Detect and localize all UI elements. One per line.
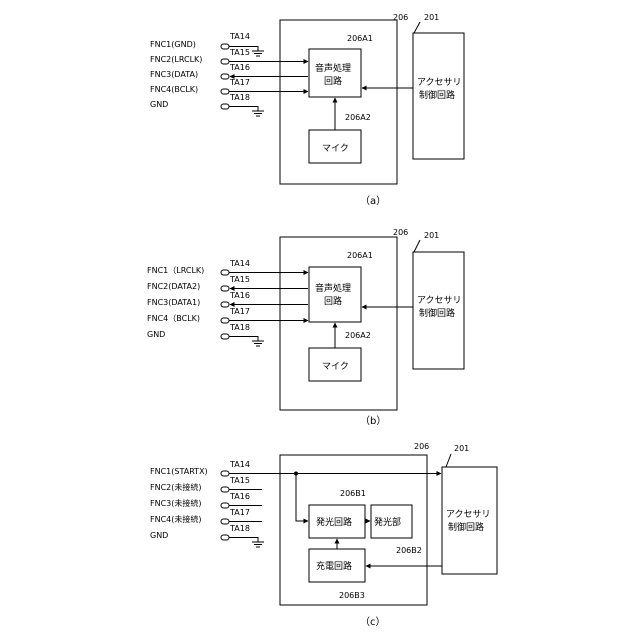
accessory-label-1: アクセサリ [446,509,491,520]
wire-gnd [229,337,258,342]
ref-206A2: 206A2 [345,113,371,122]
terminal [221,535,229,540]
ground-symbol [252,111,264,116]
mic-label: マイク [322,143,349,154]
fnc-label: FNC2(DATA2) [147,282,200,291]
audio-label-2: 回路 [324,295,342,307]
panel-a: 206 201 アクセサリ 制御回路 206A1 音声処理 回路 206A2 マ… [150,13,464,207]
terminal [221,74,229,79]
ref-206B1: 206B1 [340,489,366,498]
ground-symbol [252,341,264,346]
ref-206: 206 [393,13,408,22]
accessory-label-2: 制御回路 [419,307,455,319]
terminal [221,104,229,109]
ref-201: 201 [424,13,439,22]
caption-b: （b） [360,415,386,427]
wire-gnd2 [229,107,258,112]
fnc-label: FNC3(DATA) [150,70,198,79]
ta-label: TA14 [229,460,250,469]
ref-201: 201 [454,444,469,453]
ta-label: TA16 [229,492,250,501]
ta-label: TA16 [229,63,250,72]
accessory-201-box [442,467,497,574]
ref-206: 206 [414,442,429,451]
ref-206A2: 206A2 [345,331,371,340]
device-206-box [280,237,397,410]
accessory-label-1: アクセサリ [417,77,462,88]
leader-201 [446,454,451,467]
terminal [221,503,229,508]
fnc-label: FNC3(未接続) [150,498,202,508]
terminal [221,89,229,94]
terminal [221,302,229,307]
ref-206: 206 [393,228,408,237]
caption-c: （c） [360,616,386,628]
terminal [221,270,229,275]
fnc-label: FNC2(LRCLK) [150,55,202,64]
audio-label-1: 音声処理 [315,282,351,294]
emitter-label: 発光部 [374,516,401,528]
ta-label: TA17 [229,307,250,316]
fnc-label: FNC4(BCLK) [150,85,198,94]
leader-201 [414,22,420,33]
terminal [221,318,229,323]
audio-label-2: 回路 [324,75,342,87]
mic-label: マイク [322,361,349,372]
terminal [221,471,229,476]
ta-label: TA18 [229,524,250,533]
ta-label: TA14 [229,32,250,41]
charge-label: 充電回路 [316,560,352,572]
fnc-label: GND [150,531,168,540]
ta-label: TA14 [229,259,250,268]
terminal [221,519,229,524]
audio-label-1: 音声処理 [315,62,351,74]
accessory-label-2: 制御回路 [419,89,455,101]
terminal [221,487,229,492]
fnc-label: FNC4（BCLK) [147,314,200,323]
fnc-label: GND [150,100,168,109]
fnc-label: FNC1(GND) [150,40,196,49]
ta-label: TA15 [229,275,250,284]
terminal [221,334,229,339]
leader-201 [414,240,420,252]
ta-label: TA17 [229,78,250,87]
ref-206B3: 206B3 [339,591,365,600]
fnc-label: FNC2(未接続) [150,482,202,492]
fnc-label: GND [147,330,165,339]
ta-label: TA16 [229,291,250,300]
fnc-label: FNC1(STARTX) [150,467,208,476]
ref-206A1: 206A1 [347,34,373,43]
ta-label: TA17 [229,508,250,517]
terminal [221,59,229,64]
terminal [221,44,229,49]
ta-label: TA18 [229,93,250,102]
ta-label: TA18 [229,323,250,332]
emit-circuit-label: 発光回路 [316,516,352,528]
fnc-label: FNC1（LRCLK) [147,266,204,275]
ta-label: TA15 [229,476,250,485]
fnc-label: FNC4(未接続) [150,514,202,524]
audio-circuit-box [309,267,361,322]
ground-symbol [252,51,264,56]
panel-b: 206 201 アクセサリ 制御回路 206A1 音声処理 回路 206A2 マ… [147,228,464,427]
ref-206A1: 206A1 [347,251,373,260]
ground-symbol [252,542,264,547]
wire-gnd [229,538,258,543]
accessory-label-2: 制御回路 [448,521,484,533]
ref-201: 201 [424,231,439,240]
panel-c: 206 201 アクセサリ 制御回路 206B1 発光回路 発光部 206B2 … [150,442,497,628]
accessory-label-1: アクセサリ [417,295,462,306]
terminal [221,286,229,291]
fnc-label: FNC3(DATA1) [147,298,200,307]
caption-a: （a） [360,195,386,207]
ta-label: TA15 [229,48,250,57]
ref-206B2: 206B2 [396,546,422,555]
